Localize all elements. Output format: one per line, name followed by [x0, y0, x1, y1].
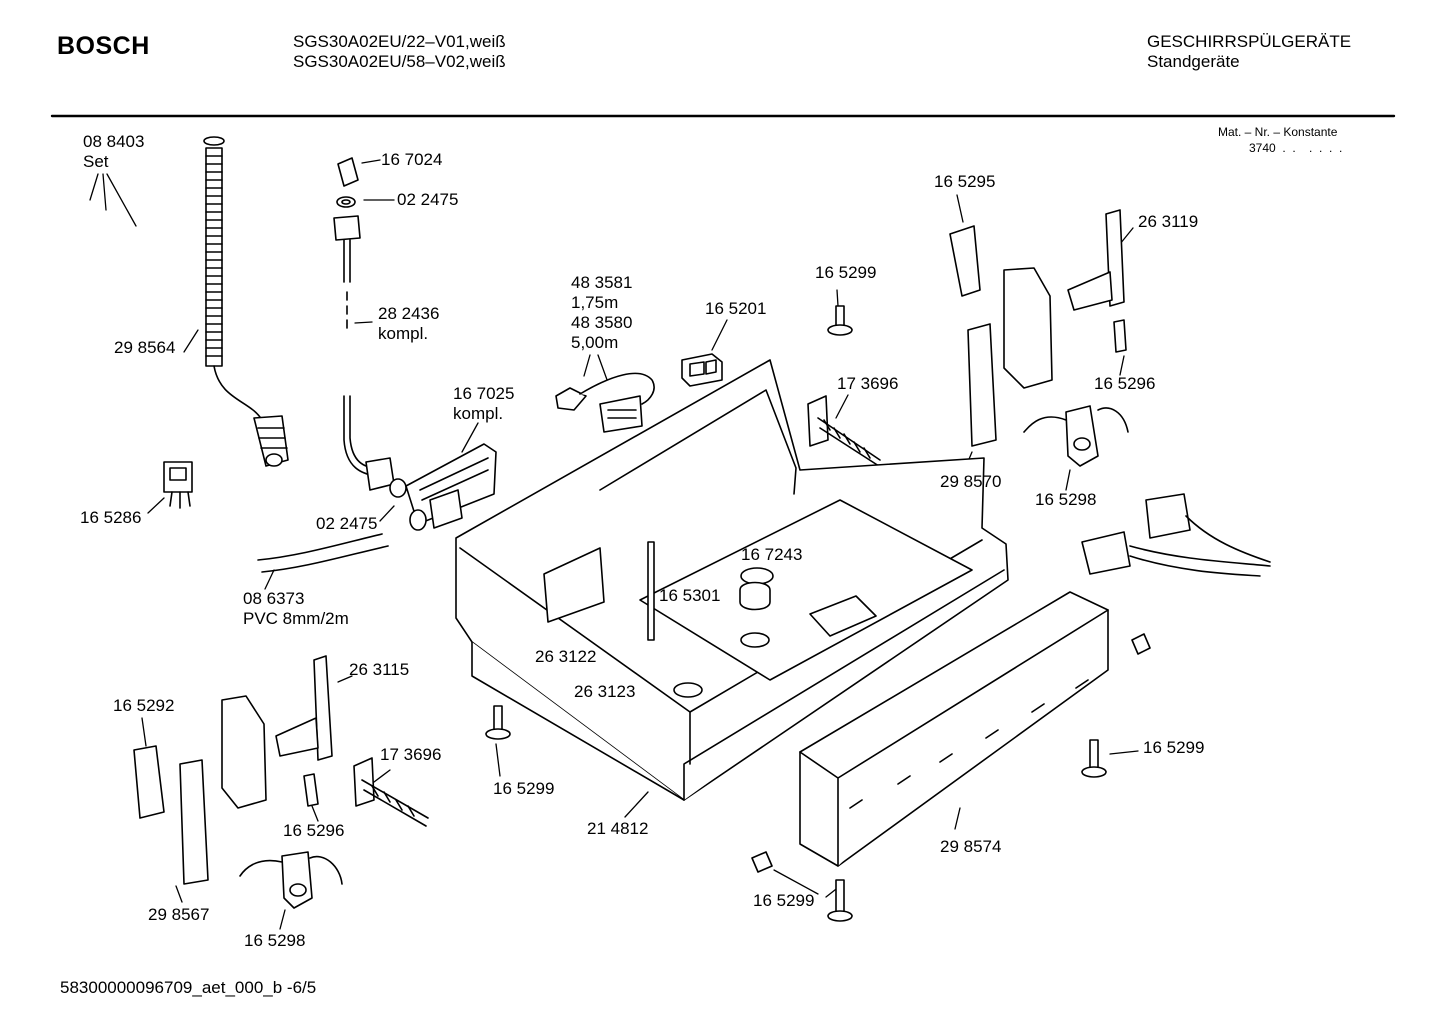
hinge-assembly-right [950, 210, 1128, 466]
power-cable [556, 373, 654, 432]
category-title: GESCHIRRSPÜLGERÄTE [1147, 32, 1352, 51]
model-line-1: SGS30A02EU/22–V01,weiß [293, 32, 506, 51]
pvc-hose [258, 534, 388, 572]
model-line-2: SGS30A02EU/58–V02,weiß [293, 52, 506, 71]
spring-bracket-upper [808, 396, 882, 468]
part-label: 16 5299 [815, 263, 877, 282]
supply-line [334, 158, 406, 497]
part-label: 16 5296 [1094, 374, 1156, 393]
part-label: 48 3581 1,75m 48 3580 5,00m [571, 273, 633, 352]
part-label: 16 7025 kompl. [453, 384, 515, 423]
base-tub-214812 [456, 360, 1008, 800]
part-label: 21 4812 [587, 819, 649, 838]
part-label: 26 3119 [1138, 212, 1199, 231]
part-label: 29 8570 [940, 472, 1002, 491]
part-label: 17 3696 [837, 374, 899, 393]
kick-plate-298574 [800, 592, 1108, 866]
part-label: 17 3696 [380, 745, 442, 764]
inlet-valve-assembly [406, 444, 496, 530]
part-label: 16 5292 [113, 696, 175, 715]
clip-165286 [164, 462, 192, 508]
part-label: 26 3123 [574, 682, 636, 701]
constants-title: Mat. – Nr. – Konstante [1218, 125, 1338, 139]
screws-165299 [486, 306, 1150, 921]
part-label: 16 5295 [934, 172, 996, 191]
part-label: 16 5286 [80, 508, 142, 527]
part-label: 16 5301 [659, 586, 721, 605]
constants-value: 3740 . . . . . . [1249, 141, 1343, 155]
part-label: 29 8567 [148, 905, 210, 924]
part-label: 16 5299 [753, 891, 815, 910]
part-label: 16 7024 [381, 150, 443, 169]
brand-logo: BOSCH [57, 32, 150, 60]
corrugated-hose [204, 137, 288, 466]
part-label: 16 7243 [741, 545, 803, 564]
part-label: 16 5298 [244, 931, 306, 950]
part-label: 29 8564 [114, 338, 176, 357]
part-label: 16 5299 [1143, 738, 1205, 757]
part-label: 16 5296 [283, 821, 345, 840]
part-label: 26 3122 [535, 647, 597, 666]
part-label: 26 3115 [349, 660, 410, 679]
part-label: 16 5298 [1035, 490, 1097, 509]
part-label: 08 6373 PVC 8mm/2m [243, 589, 349, 628]
part-label: 16 5299 [493, 779, 555, 798]
hinge-assembly-left [134, 656, 428, 908]
subcategory-title: Standgeräte [1147, 52, 1240, 71]
part-label: 29 8574 [940, 837, 1002, 856]
part-label: 08 8403 Set [83, 132, 145, 171]
document-id: 58300000096709_aet_000_b -6/5 [60, 978, 317, 997]
part-label: 02 2475 [397, 190, 459, 209]
part-label: 02 2475 [316, 514, 378, 533]
connector-165201 [682, 354, 722, 386]
part-label: 28 2436 kompl. [378, 304, 440, 343]
wiring-harness [1082, 494, 1270, 576]
part-label: 16 5201 [705, 299, 767, 318]
